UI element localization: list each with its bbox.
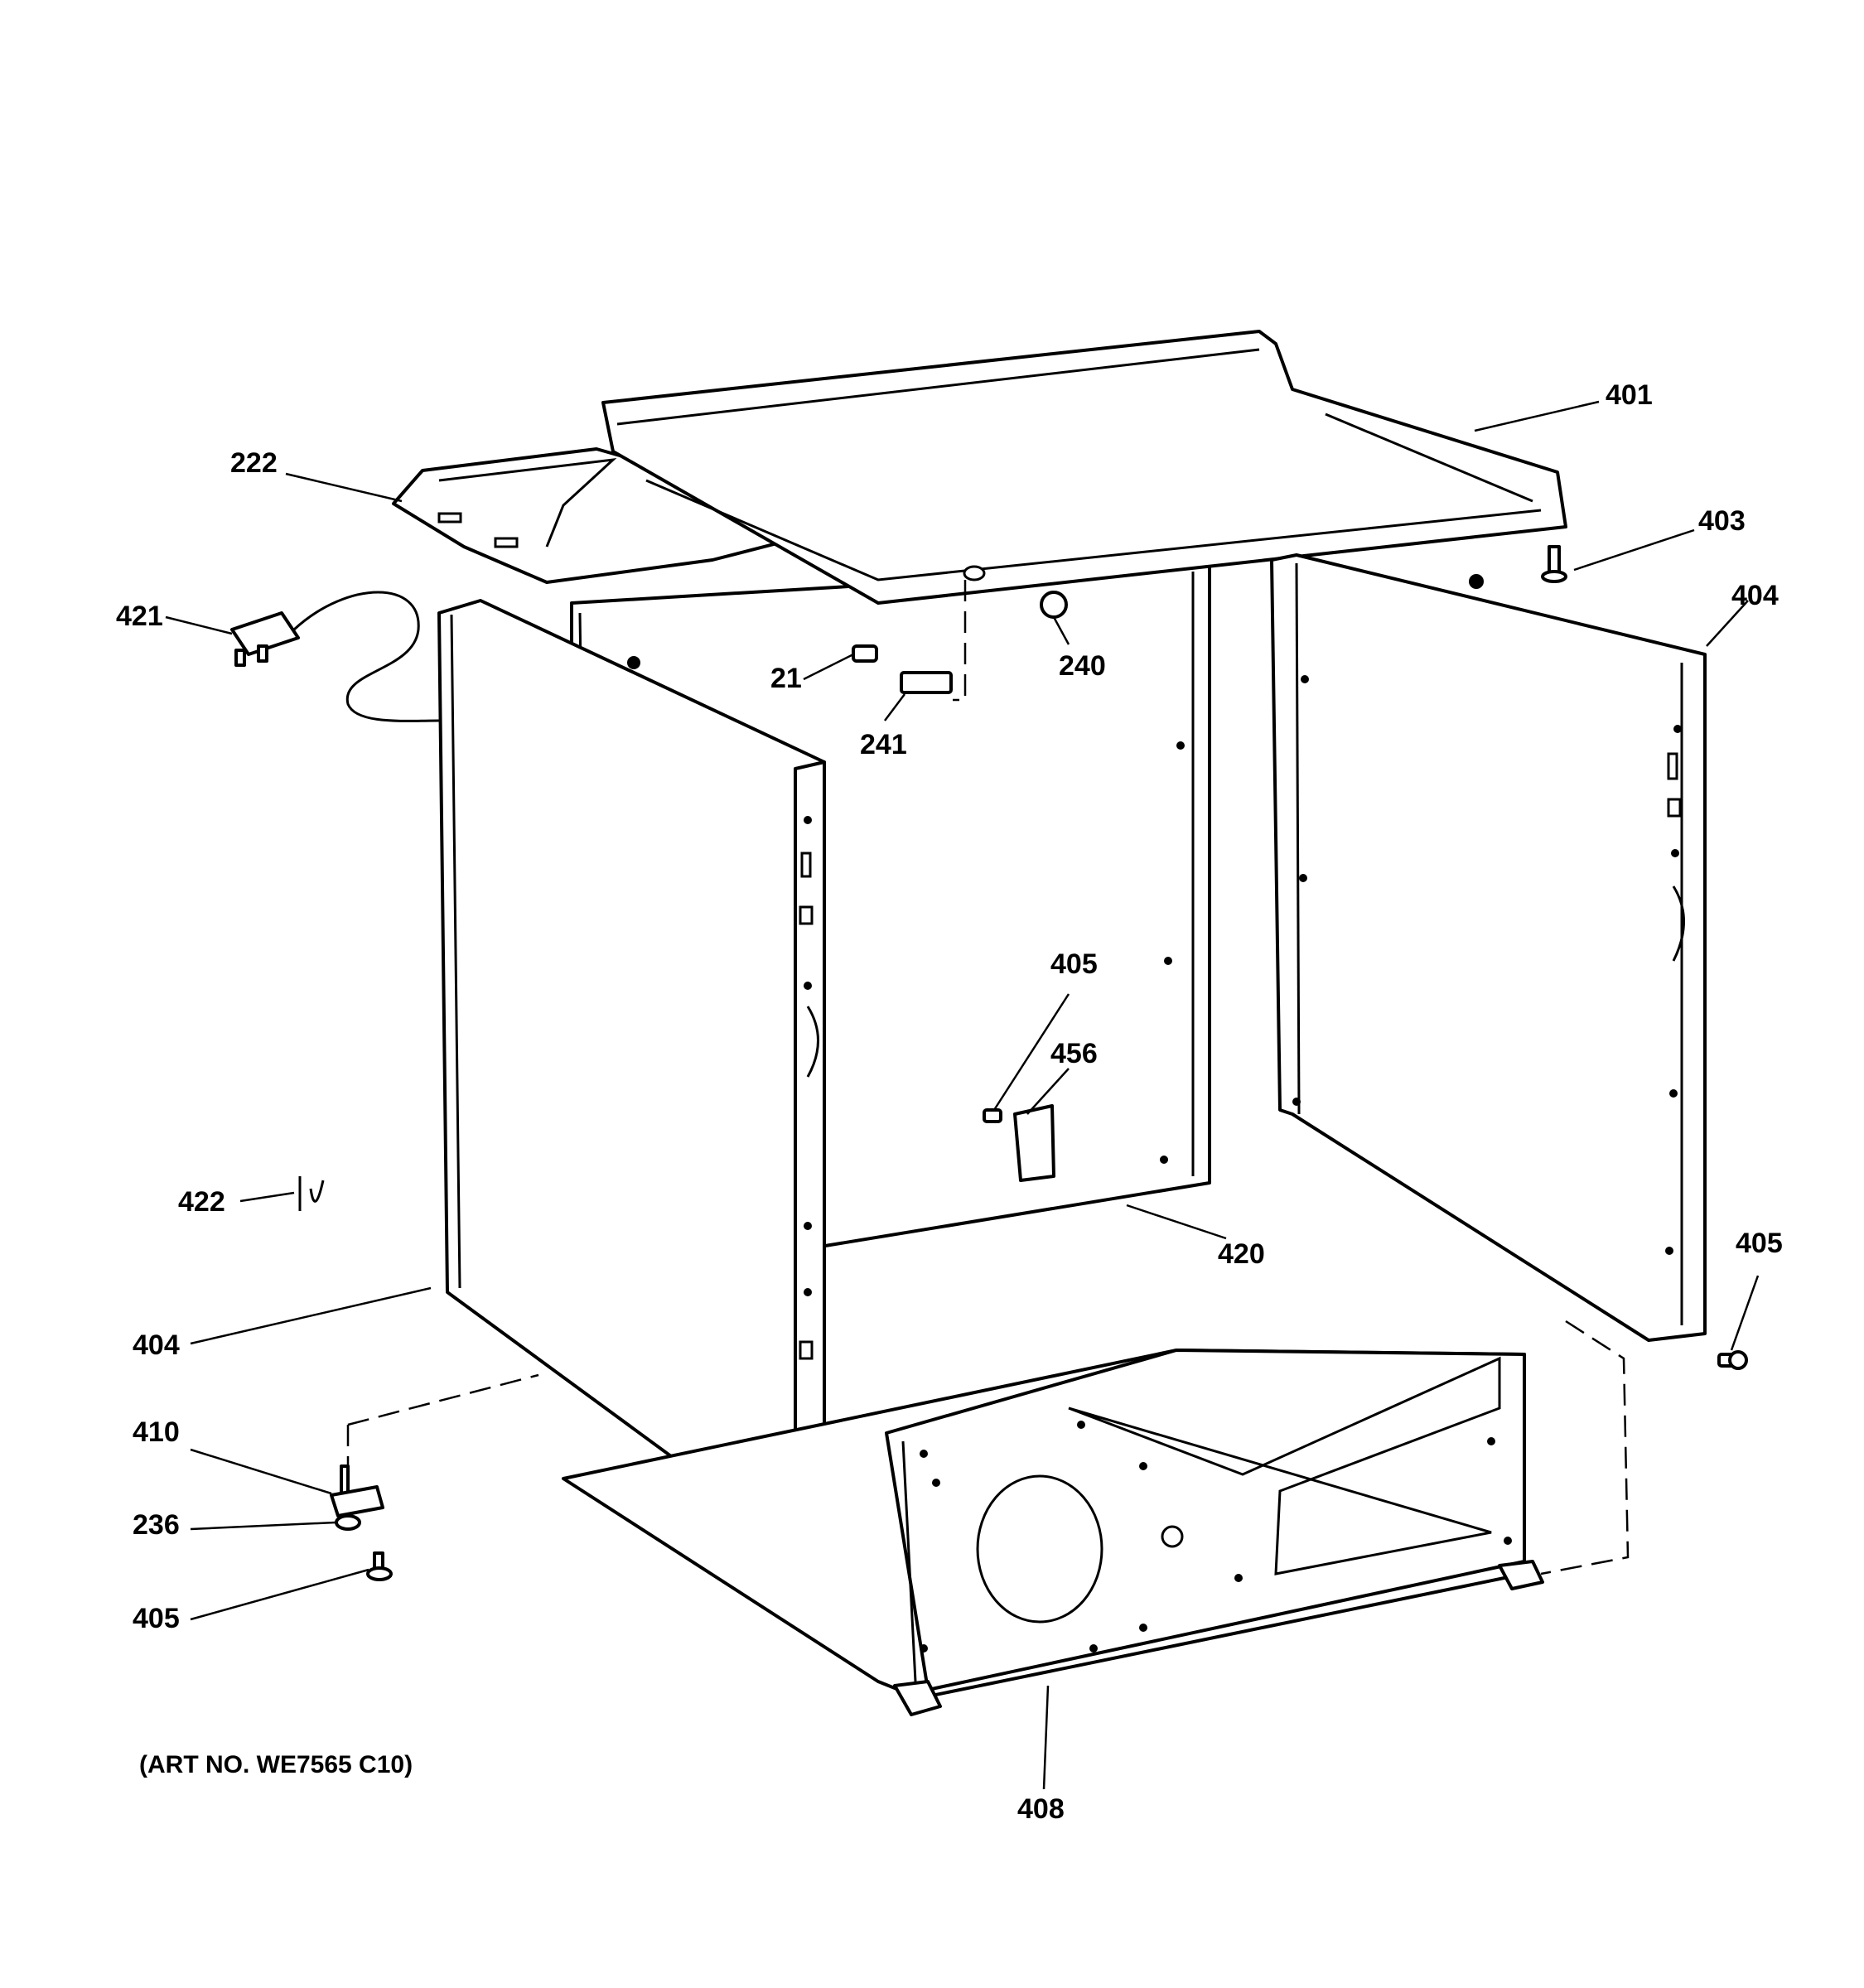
right-side-panel — [1270, 553, 1707, 1342]
left-side-panel — [437, 599, 826, 1549]
callout-410: 410 — [133, 1416, 180, 1448]
callout-456: 456 — [1050, 1038, 1098, 1069]
callout-401: 401 — [1606, 379, 1653, 411]
foot-236 — [335, 1514, 361, 1531]
callout-222: 222 — [230, 447, 278, 479]
clip-422 — [298, 1176, 325, 1211]
callout-404-left: 404 — [133, 1329, 180, 1361]
top-panel — [601, 330, 1567, 605]
callout-21: 21 — [770, 663, 802, 694]
screw-405-left — [366, 1551, 393, 1581]
assembly-guides — [346, 580, 1630, 1575]
callout-422: 422 — [178, 1186, 225, 1218]
screw-21 — [852, 644, 878, 663]
plug-240 — [1040, 591, 1068, 619]
callout-421: 421 — [116, 601, 163, 632]
callout-405-center: 405 — [1050, 948, 1098, 980]
callout-labels: 401 222 403 421 404 21 240 241 405 456 4… — [116, 379, 1783, 1825]
callout-420: 420 — [1218, 1238, 1265, 1270]
callout-404-right: 404 — [1731, 580, 1779, 611]
callout-236: 236 — [133, 1509, 180, 1541]
screw-405-right — [1717, 1350, 1748, 1370]
callout-241: 241 — [860, 729, 907, 760]
base-frame — [562, 1349, 1544, 1716]
bracket-241 — [900, 671, 953, 694]
power-cord — [230, 591, 440, 722]
callout-403: 403 — [1698, 505, 1746, 537]
bracket-456 — [1013, 1104, 1055, 1182]
callout-405-right: 405 — [1736, 1228, 1783, 1259]
callout-240: 240 — [1059, 650, 1106, 682]
art-number: (ART NO. WE7565 C10) — [139, 1751, 413, 1778]
screw-403 — [1541, 545, 1567, 583]
screw-405-center — [983, 1108, 1002, 1123]
leg-410 — [330, 1464, 384, 1518]
callout-405-left: 405 — [133, 1603, 180, 1634]
leader-lines — [165, 400, 1760, 1790]
callout-408: 408 — [1017, 1793, 1065, 1825]
